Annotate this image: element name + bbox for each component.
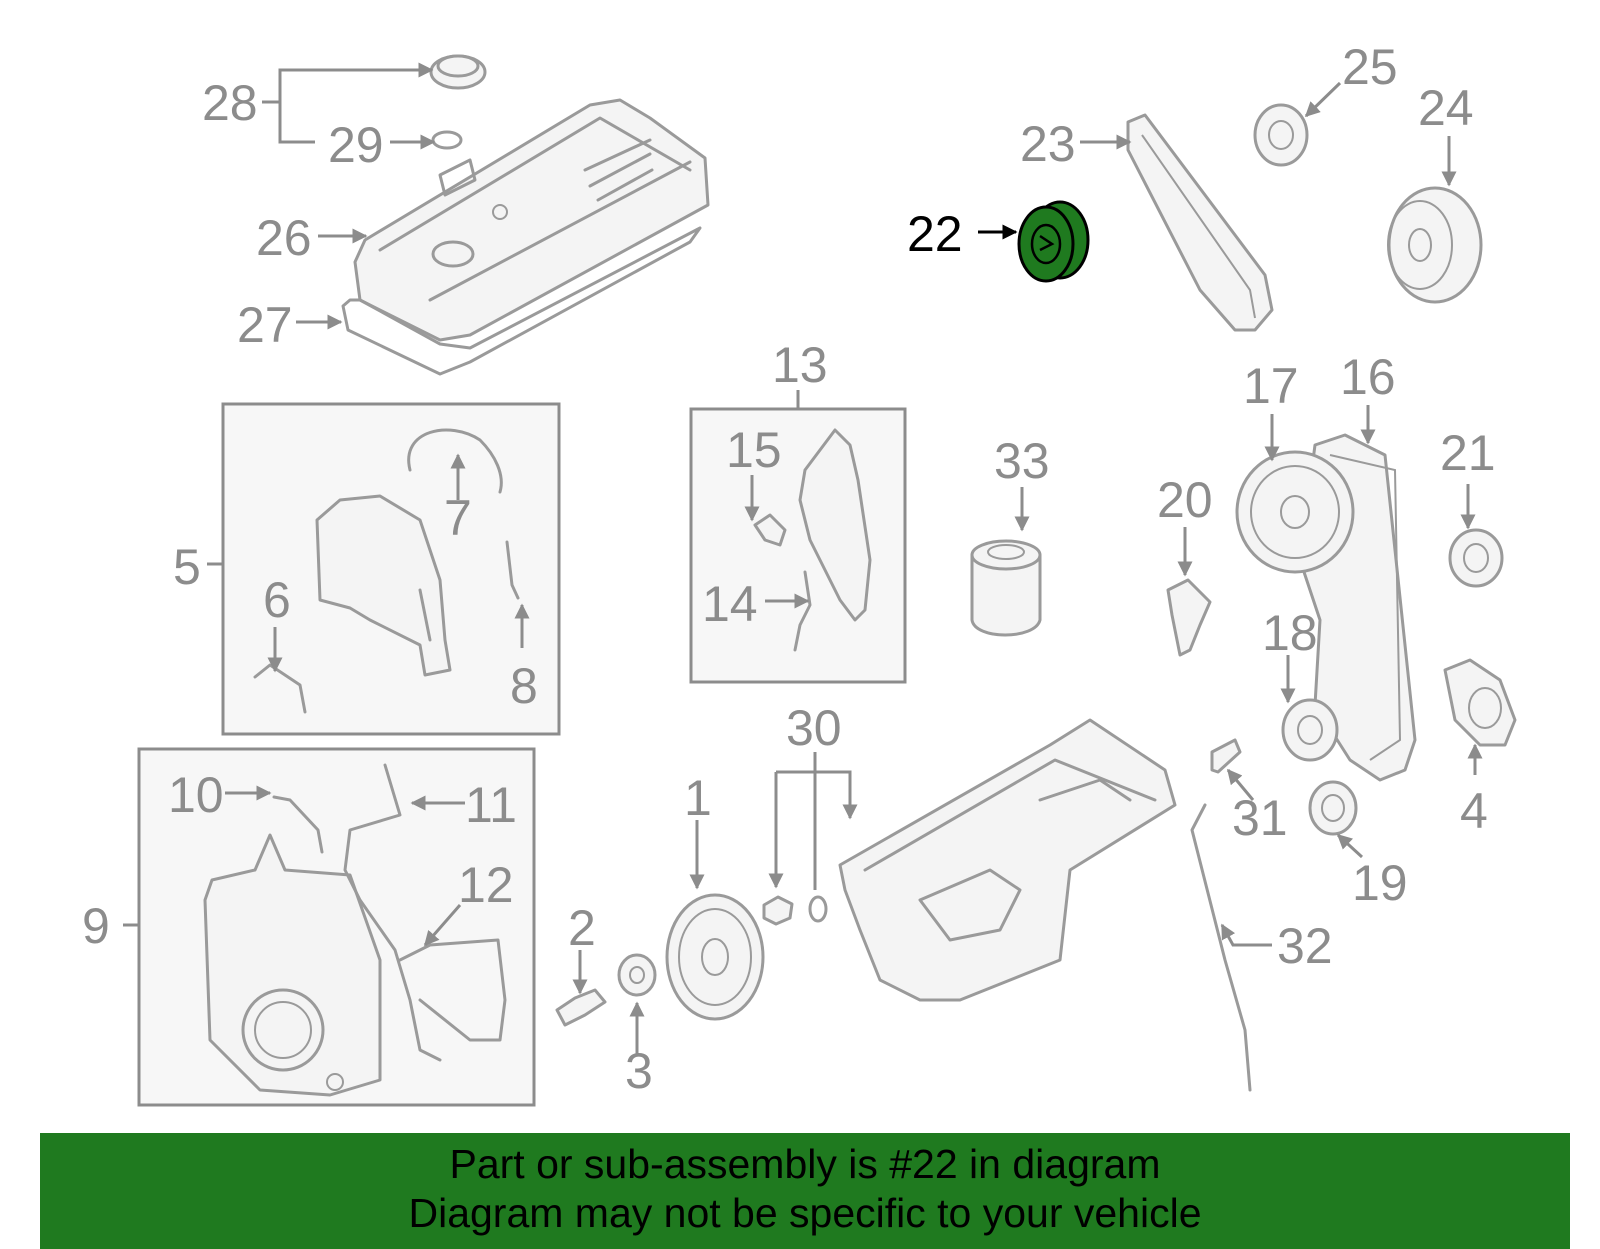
callout-17: 17 [1243, 358, 1299, 414]
bracket-31-part [1210, 738, 1242, 774]
callout-13: 13 [772, 337, 828, 393]
valve-cover-part [353, 98, 710, 342]
callout-22-highlighted: 22 [907, 206, 963, 262]
callout-2: 2 [568, 900, 596, 956]
highlight-notice-banner: Part or sub-assembly is #22 in diagram D… [40, 1133, 1570, 1249]
callout-8: 8 [510, 658, 538, 714]
cover-clip-10-part [272, 795, 324, 854]
callout-16: 16 [1340, 349, 1396, 405]
banner-line-disclaimer: Diagram may not be specific to your vehi… [408, 1190, 1202, 1236]
oil-pan-30-part [838, 718, 1177, 1002]
oil-filter-part [970, 539, 1042, 637]
seal-14-part [793, 570, 812, 652]
drain-plug-part [762, 895, 794, 926]
callout-5: 5 [173, 539, 201, 595]
callout-33: 33 [994, 433, 1050, 489]
tensioner-21-part [1448, 528, 1504, 588]
balance-belt-23-part [1126, 113, 1274, 332]
callout-18: 18 [1262, 605, 1318, 661]
flange-4-part [1443, 658, 1517, 747]
sprocket-24-part [1387, 186, 1483, 304]
idler-25-part [1253, 103, 1309, 167]
callout-31: 31 [1232, 790, 1288, 846]
callout-30: 30 [786, 700, 842, 756]
callout-28: 28 [202, 75, 258, 131]
washer-3-part [617, 953, 657, 997]
callout-32: 32 [1277, 918, 1333, 974]
callout-1: 1 [684, 770, 712, 826]
callout-21: 21 [1440, 425, 1496, 481]
callout-19: 19 [1352, 855, 1408, 911]
bolt-15-part [753, 513, 787, 547]
callout-3: 3 [625, 1043, 653, 1099]
callout-7: 7 [444, 490, 472, 546]
callout-14: 14 [702, 576, 758, 632]
oil-filler-cap-part [429, 54, 487, 90]
callout-12: 12 [458, 857, 514, 913]
lower-timing-cover-part [203, 833, 382, 1097]
callout-11: 11 [465, 777, 517, 833]
callout-25: 25 [1342, 39, 1398, 95]
sprocket-19-part [1308, 780, 1358, 836]
banner-line-part: Part or sub-assembly is #22 in diagram [449, 1141, 1161, 1187]
callout-9: 9 [82, 898, 110, 954]
callout-15: 15 [726, 422, 782, 478]
callout-10: 10 [168, 767, 224, 823]
filler-cap-oring-part [431, 130, 463, 150]
leader-lines [123, 62, 1483, 1056]
cam-sprocket-17-part [1235, 450, 1355, 574]
callout-29: 29 [328, 117, 384, 173]
drain-washer-part [808, 895, 828, 923]
cover-seal-11-part [343, 763, 442, 1062]
crank-sprocket-18-part [1281, 698, 1339, 762]
callout-24: 24 [1418, 80, 1474, 136]
callout-4: 4 [1460, 783, 1488, 839]
dipstick-32-part [1190, 803, 1252, 1092]
callout-23: 23 [1020, 116, 1076, 172]
cover-seal-7-part [407, 428, 503, 494]
callout-27: 27 [237, 297, 293, 353]
rear-cover-13-part [798, 428, 872, 622]
oil-pressure-sensor-20-part [1166, 578, 1212, 657]
cover-seal-8-part [505, 540, 520, 600]
cover-clip-6-part [253, 663, 307, 714]
callout-20: 20 [1157, 472, 1213, 528]
valve-cover-gasket-part [341, 226, 702, 376]
crank-pulley-1-part [665, 893, 765, 1021]
callout-26: 26 [256, 210, 312, 266]
tensioner-pulley-22-highlighted [1017, 200, 1090, 283]
bolt-2-part [555, 988, 607, 1027]
upper-timing-cover-part [315, 494, 452, 677]
callout-6: 6 [263, 572, 291, 628]
